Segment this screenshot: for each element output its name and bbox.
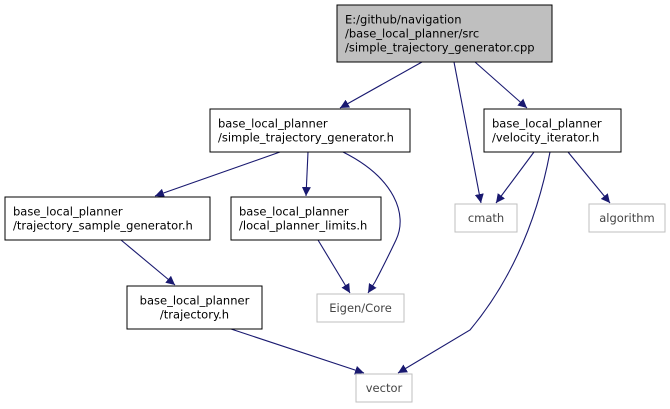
edge-root-to-cmath xyxy=(453,61,484,204)
node-layer: E:/github/navigation/base_local_planner/… xyxy=(4,4,666,403)
node-vel-it[interactable]: base_local_planner/velocity_iterator.h xyxy=(483,108,622,153)
node-box xyxy=(126,285,263,330)
node-label-line: vector xyxy=(366,381,403,395)
node-algorithm: algorithm xyxy=(588,203,666,233)
edge-stg_h-to-eigen xyxy=(342,151,401,294)
node-label-line: base_local_planner xyxy=(492,117,602,131)
edge-vel_it-to-algorithm xyxy=(567,151,611,204)
node-label-line: base_local_planner xyxy=(218,117,328,131)
node-root[interactable]: E:/github/navigation/base_local_planner/… xyxy=(336,4,553,63)
node-label-line: /trajectory_sample_generator.h xyxy=(13,219,193,233)
node-label-line: /local_planner_limits.h xyxy=(239,219,367,233)
node-eigen: Eigen/Core xyxy=(316,293,405,323)
node-label-line: E:/github/navigation xyxy=(345,13,461,27)
edge-tsg_h-to-traj_h xyxy=(120,239,176,286)
edge-stg_h-to-tsg_h xyxy=(154,151,281,198)
node-label-line: /simple_trajectory_generator.cpp xyxy=(345,41,535,55)
node-label-line: /base_local_planner/src xyxy=(345,27,479,41)
node-traj-h[interactable]: base_local_planner/trajectory.h xyxy=(126,285,263,330)
node-tsg-h[interactable]: base_local_planner/trajectory_sample_gen… xyxy=(4,196,211,241)
edge-traj_h-to-vector xyxy=(230,328,365,375)
node-label-line: base_local_planner xyxy=(13,205,123,219)
node-box xyxy=(209,108,411,153)
node-label-line: /velocity_iterator.h xyxy=(492,131,599,145)
node-box xyxy=(483,108,622,153)
node-box xyxy=(316,293,405,323)
edge-root-to-vel_it xyxy=(474,61,528,109)
node-label-line: base_local_planner xyxy=(239,205,349,219)
node-lpl-h[interactable]: base_local_planner/local_planner_limits.… xyxy=(230,196,382,241)
node-box xyxy=(336,4,553,63)
node-label-line: /trajectory.h xyxy=(160,308,229,322)
node-stg-h[interactable]: base_local_planner/simple_trajectory_gen… xyxy=(209,108,411,153)
edge-vel_it-to-cmath xyxy=(495,151,535,204)
node-label-line: /simple_trajectory_generator.h xyxy=(218,131,394,145)
node-label-line: base_local_planner xyxy=(140,294,250,308)
edge-layer xyxy=(120,61,611,375)
node-label-line: algorithm xyxy=(599,211,655,225)
node-label-line: Eigen/Core xyxy=(329,301,392,315)
edge-stg_h-to-lpl_h xyxy=(301,151,311,197)
node-box xyxy=(355,373,413,403)
edge-lpl_h-to-eigen xyxy=(317,239,351,294)
node-box xyxy=(454,203,518,233)
node-box xyxy=(4,196,211,241)
node-vector: vector xyxy=(355,373,413,403)
edge-vel_it-to-vector xyxy=(397,151,551,374)
node-cmath: cmath xyxy=(454,203,518,233)
node-box xyxy=(230,196,382,241)
node-label-line: cmath xyxy=(468,211,504,225)
edge-root-to-stg_h xyxy=(339,61,423,109)
node-box xyxy=(588,203,666,233)
